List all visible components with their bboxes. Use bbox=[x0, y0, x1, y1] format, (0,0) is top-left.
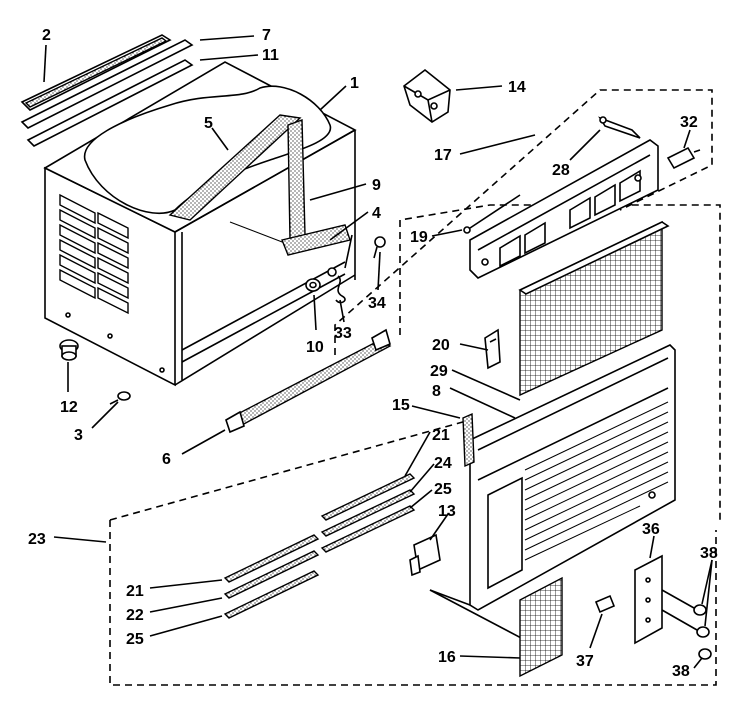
knob-shaft-28 bbox=[598, 116, 641, 139]
front-grille-slats bbox=[524, 401, 669, 561]
screw-34 bbox=[373, 236, 386, 259]
callout-6: 6 bbox=[162, 451, 171, 468]
grille-16 bbox=[519, 576, 563, 678]
group-23-top bbox=[109, 419, 471, 521]
trim-15 bbox=[462, 412, 475, 468]
foot-12 bbox=[59, 339, 79, 361]
callout-29: 29 bbox=[430, 363, 448, 380]
filter-handle-20 bbox=[484, 328, 501, 370]
callout-9: 9 bbox=[372, 177, 381, 194]
group-right-outline bbox=[399, 204, 721, 520]
control-bezel bbox=[469, 139, 659, 279]
screw-3 bbox=[109, 391, 131, 405]
callout-32: 32 bbox=[680, 114, 698, 131]
foam-seal-5 bbox=[168, 114, 302, 221]
mounting-plate-36 bbox=[634, 554, 663, 645]
callout-10: 10 bbox=[306, 339, 324, 356]
trim-strip-7 bbox=[20, 39, 194, 129]
trim-strip-11 bbox=[26, 59, 194, 147]
screws-38 bbox=[661, 589, 712, 660]
callout-17: 17 bbox=[434, 147, 452, 164]
callout-12: 12 bbox=[60, 399, 78, 416]
callout-14: 14 bbox=[508, 79, 526, 96]
callout-7: 7 bbox=[262, 27, 271, 44]
callout-11: 11 bbox=[262, 47, 279, 64]
spring-33 bbox=[327, 234, 353, 304]
callout-3: 3 bbox=[74, 427, 83, 444]
bracket-6 bbox=[225, 328, 392, 434]
callout-19: 19 bbox=[410, 229, 428, 246]
callout-15: 15 bbox=[392, 397, 410, 414]
foam-seal-4 bbox=[281, 224, 351, 256]
front-panel-8 bbox=[429, 344, 676, 641]
foam-seal-9 bbox=[287, 119, 306, 241]
callout-5: 5 bbox=[204, 115, 213, 132]
rails-group bbox=[223, 473, 416, 619]
bracket-14 bbox=[403, 68, 451, 123]
callout-38a: 38 bbox=[700, 545, 718, 562]
callout-36: 36 bbox=[642, 521, 660, 538]
leader-lines bbox=[43, 35, 713, 669]
trim-strip-2 bbox=[20, 34, 172, 111]
callout-4: 4 bbox=[372, 205, 381, 222]
callout-2: 2 bbox=[42, 27, 51, 44]
callout-8: 8 bbox=[432, 383, 441, 400]
screw-19 bbox=[463, 194, 521, 234]
callout-25b: 25 bbox=[126, 631, 144, 648]
callout-1: 1 bbox=[350, 75, 359, 92]
switch-13 bbox=[409, 533, 441, 577]
connector-32 bbox=[666, 146, 701, 170]
callout-24: 24 bbox=[434, 455, 452, 472]
callout-labels: 2 7 11 1 5 9 4 14 17 28 32 19 34 10 33 1… bbox=[28, 27, 718, 680]
callout-33: 33 bbox=[334, 325, 352, 342]
callout-16: 16 bbox=[438, 649, 456, 666]
callout-22: 22 bbox=[126, 607, 144, 624]
clip-37 bbox=[594, 594, 616, 614]
callout-25a: 25 bbox=[434, 481, 452, 498]
callout-28: 28 bbox=[552, 162, 570, 179]
callout-37: 37 bbox=[576, 653, 594, 670]
callout-20: 20 bbox=[432, 337, 450, 354]
callout-23: 23 bbox=[28, 531, 46, 548]
group-17-outline bbox=[334, 89, 713, 355]
callout-21a: 21 bbox=[432, 427, 450, 444]
grommet-10 bbox=[305, 278, 321, 292]
callout-21b: 21 bbox=[126, 583, 144, 600]
air-filter-29 bbox=[518, 220, 670, 397]
group-23-outline bbox=[109, 520, 717, 686]
callout-13: 13 bbox=[438, 503, 456, 520]
callout-34: 34 bbox=[368, 295, 386, 312]
cabinet-louvers bbox=[59, 193, 129, 315]
callout-38b: 38 bbox=[672, 663, 690, 680]
